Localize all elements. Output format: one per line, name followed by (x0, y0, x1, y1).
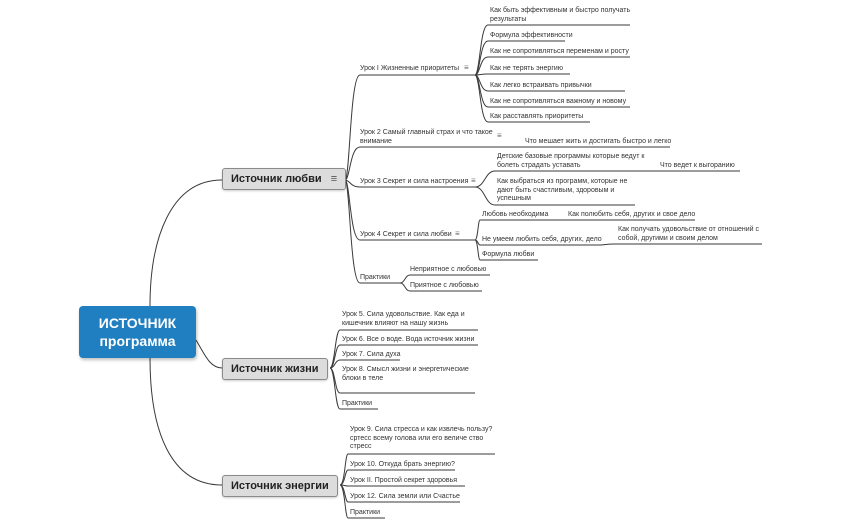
subtopic-label: Практики (360, 274, 391, 281)
item-label: Как полюбить себя, других и свое дело (568, 211, 696, 218)
item-label: Урок 9. Сила стресса и как извлечь польз… (350, 426, 493, 450)
item-label: Урок 5. Сила удовольствие. Как еда и киш… (342, 311, 465, 327)
list-item[interactable]: Как расставлять приоритеты (490, 113, 583, 122)
list-item[interactable]: Практики (350, 509, 380, 518)
subtopic-lesson2[interactable]: Урок 2 Самый главный страх и что такое в… (360, 129, 495, 146)
topic-love-label: Источник любви (231, 173, 322, 185)
item-label: Формула любви (482, 251, 535, 258)
topic-love[interactable]: Источник любви ≡ (222, 168, 347, 190)
notes-icon[interactable]: ≡ (464, 63, 469, 72)
list-item[interactable]: Урок II. Простой секрет здоровья (350, 477, 457, 486)
subtopic-label: Урок 3 Секрет и сила настроения (360, 178, 469, 185)
item-label: Урок 12. Сила земли или Счастье (350, 493, 460, 500)
list-item[interactable]: Урок 9. Сила стресса и как извлечь польз… (350, 426, 500, 452)
item-label: Урок 10. Откуда брать энергию? (350, 461, 455, 468)
list-item[interactable]: Приятное с любовью (410, 282, 479, 291)
list-item[interactable]: Урок 5. Сила удовольствие. Как еда и киш… (342, 311, 477, 328)
list-item[interactable]: Урок 7. Сила духа (342, 351, 401, 360)
list-item[interactable]: Не умеем любить себя, других, дело (482, 236, 602, 245)
item-label: Урок II. Простой секрет здоровья (350, 477, 458, 484)
central-title: ИСТОЧНИК (98, 315, 177, 331)
topic-life[interactable]: Источник жизни (222, 358, 328, 380)
list-item[interactable]: Формула эффективности (490, 32, 573, 41)
subtopic-label: Урок 2 Самый главный страх и что такое в… (360, 129, 493, 145)
list-item[interactable]: Что мешает жить и достигать быстро и лег… (525, 138, 671, 147)
item-label: Как не сопротивляться важному и новому (490, 98, 627, 105)
notes-icon[interactable]: ≡ (330, 173, 338, 185)
item-label: Практики (350, 509, 381, 516)
list-item[interactable]: Любовь необходима (482, 211, 548, 220)
item-label: Что ведет к выгоранию (660, 162, 735, 169)
item-label: Урок 7. Сила духа (342, 351, 401, 358)
central-topic[interactable]: ИСТОЧНИК программа (79, 306, 196, 358)
item-label: Как выбраться из программ, которые не да… (497, 178, 628, 202)
list-item[interactable]: Как получать удовольствие от отношений с… (618, 226, 766, 243)
item-label: Как легко встраивать привычки (490, 82, 592, 89)
list-item[interactable]: Как не сопротивляться важному и новому (490, 98, 626, 107)
item-label: Урок 8. Смысл жизни и энергетические бло… (342, 366, 469, 382)
list-item[interactable]: Как не терять энергию (490, 65, 563, 74)
topic-energy-label: Источник энергии (231, 480, 329, 492)
subtopic-lesson1[interactable]: Урок I Жизненные приоритеты (360, 65, 459, 74)
central-subtitle: программа (99, 333, 176, 349)
list-item[interactable]: Как не сопротивляться переменам и росту (490, 48, 629, 57)
item-label: Как быть эффективным и быстро получать р… (490, 7, 631, 23)
list-item[interactable]: Урок 12. Сила земли или Счастье (350, 493, 460, 502)
subtopic-lesson4[interactable]: Урок 4 Секрет и сила любви (360, 231, 452, 240)
item-label: Что мешает жить и достигать быстро и лег… (525, 138, 672, 145)
list-item[interactable]: Как быть эффективным и быстро получать р… (490, 7, 635, 24)
list-item[interactable]: Урок 8. Смысл жизни и энергетические бло… (342, 366, 477, 383)
list-item[interactable]: Урок 6. Все о воде. Вода источник жизни (342, 336, 474, 345)
notes-icon[interactable]: ≡ (455, 229, 460, 238)
item-label: Как не сопротивляться переменам и росту (490, 48, 629, 55)
subtopic-lesson3[interactable]: Урок 3 Секрет и сила настроения (360, 178, 468, 187)
item-label: Любовь необходима (482, 211, 549, 218)
list-item[interactable]: Практики (342, 400, 372, 409)
list-item[interactable]: Что ведет к выгоранию (660, 162, 735, 171)
item-label: Практики (342, 400, 373, 407)
item-label: Неприятное с любовью (410, 266, 487, 273)
item-label: Урок 6. Все о воде. Вода источник жизни (342, 336, 475, 343)
item-label: Как расставлять приоритеты (490, 113, 584, 120)
item-label: Формула эффективности (490, 32, 573, 39)
subtopic-label: Урок I Жизненные приоритеты (360, 65, 460, 72)
list-item[interactable]: Формула любви (482, 251, 534, 260)
list-item[interactable]: Как легко встраивать привычки (490, 82, 592, 91)
item-label: Приятное с любовью (410, 282, 479, 289)
item-label: Не умеем любить себя, других, дело (482, 236, 602, 243)
list-item[interactable]: Урок 10. Откуда брать энергию? (350, 461, 455, 470)
item-label: Детские базовые программы которые ведут … (497, 153, 645, 169)
list-item[interactable]: Как полюбить себя, других и свое дело (568, 211, 695, 220)
subtopic-practice[interactable]: Практики (360, 274, 390, 283)
item-label: Как получать удовольствие от отношений с… (618, 226, 760, 242)
notes-icon[interactable]: ≡ (497, 131, 502, 140)
list-item[interactable]: Неприятное с любовью (410, 266, 486, 275)
topic-energy[interactable]: Источник энергии (222, 475, 338, 497)
item-label: Как не терять энергию (490, 65, 564, 72)
subtopic-label: Урок 4 Секрет и сила любви (360, 231, 452, 238)
list-item[interactable]: Как выбраться из программ, которые не да… (497, 178, 632, 204)
list-item[interactable]: Детские базовые программы которые ведут … (497, 153, 647, 170)
topic-life-label: Источник жизни (231, 363, 319, 375)
notes-icon[interactable]: ≡ (471, 176, 476, 185)
